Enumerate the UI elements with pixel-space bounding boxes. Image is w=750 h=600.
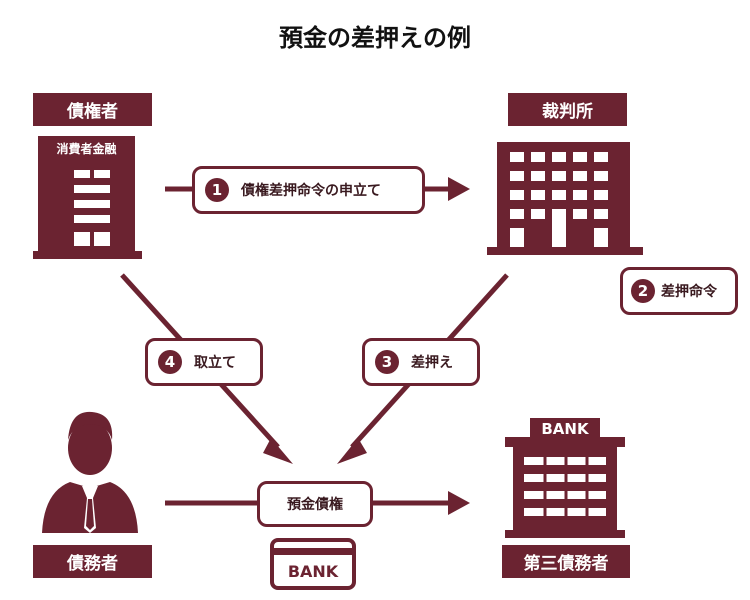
step-3-number: 3: [375, 350, 399, 374]
step-4-number: 4: [158, 350, 182, 374]
bank-building-icon: [505, 437, 625, 538]
step-3-box: 3 差押え: [362, 338, 480, 386]
debtor-person-icon: [42, 411, 138, 533]
creditor-sub-label: 消費者金融: [38, 136, 135, 160]
step-1-box: 1 債権差押命令の申立て: [192, 166, 425, 214]
deposit-claim-label: 預金債権: [287, 497, 343, 513]
court-label: 裁判所: [508, 93, 627, 126]
arrowhead-court: [448, 177, 470, 201]
bank-card-icon: [270, 538, 356, 590]
step-1-number: 1: [205, 178, 229, 202]
bank-card-text: BANK: [287, 561, 339, 581]
page-title: 預金の差押えの例: [279, 24, 471, 52]
step-2-text: 差押命令: [661, 284, 717, 300]
third-party-debtor-label: 第三債務者: [502, 545, 630, 578]
debtor-label: 債務者: [33, 545, 152, 578]
creditor-building-icon: [33, 160, 142, 259]
court-building-icon: [487, 142, 643, 255]
arrowhead-bank: [448, 491, 470, 515]
bank-sign: BANK: [530, 418, 600, 440]
step-2-number: 2: [631, 279, 655, 303]
creditor-label: 債権者: [33, 93, 152, 126]
step-4-box: 4 取立て: [145, 338, 263, 386]
step-1-text: 債権差押命令の申立て: [241, 183, 381, 199]
arrowhead-deposit-left: [263, 438, 293, 464]
step-2-box: 2 差押命令: [620, 267, 738, 315]
step-4-text: 取立て: [194, 355, 236, 371]
step-3-text: 差押え: [411, 355, 453, 371]
deposit-claim-box: 預金債権: [257, 481, 373, 527]
arrowhead-deposit-right: [337, 438, 367, 464]
